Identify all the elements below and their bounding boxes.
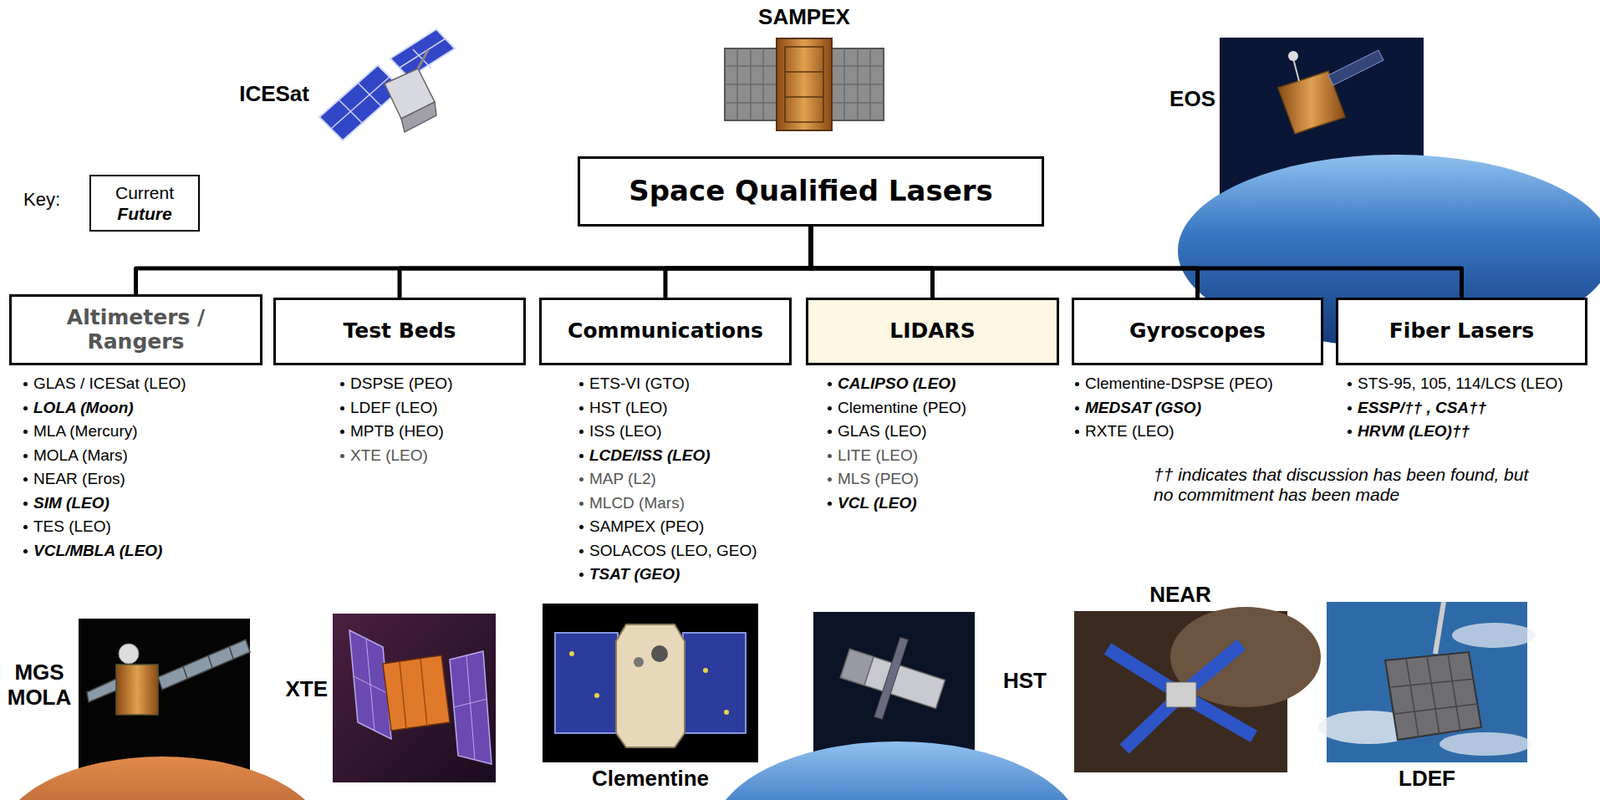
mission-item: RXTE (LEO) (1074, 419, 1274, 444)
mission-item: Clementine-DSPSE (PEO) (1074, 371, 1274, 397)
mission-item: STS-95, 105, 114/LCS (LEO) (1346, 371, 1564, 397)
mission-item: MOLA (Mars) (22, 443, 187, 469)
box-heading-area: Communications (541, 300, 790, 363)
mission-item: GLAS / ICESat (LEO) (22, 371, 187, 397)
mission-list: GLAS / ICESat (LEO)LOLA (Moon)MLA (Mercu… (22, 371, 187, 563)
mission-item: LITE (LEO) (826, 443, 967, 469)
mission-item: HST (LEO) (578, 396, 758, 421)
mission-list: Clementine-DSPSE (PEO)MEDSAT (GSO)RXTE (… (1074, 371, 1274, 444)
box-heading: Communications (567, 319, 764, 344)
mission-item: GLAS (LEO) (826, 419, 967, 444)
clementine-picture (542, 603, 759, 763)
satellite-label: LDEF (1343, 766, 1511, 792)
box-heading: Gyroscopes (1129, 319, 1266, 344)
footnote: †† indicates that discussion has been fo… (1153, 464, 1539, 505)
satellite-label: ICESat (235, 81, 310, 108)
box-heading-area: LIDARS (808, 300, 1057, 363)
category-box: Test BedsDSPSE (PEO)LDEF (LEO)MPTB (HEO)… (273, 297, 526, 366)
box-heading: Fiber Lasers (1389, 319, 1534, 344)
tree-connector (810, 226, 1198, 298)
box-heading: Test Beds (342, 319, 456, 344)
box-heading: LIDARS (889, 319, 976, 344)
box-heading-area: Gyroscopes (1074, 300, 1321, 363)
mission-list: ETS-VI (GTO)HST (LEO)ISS (LEO)LCDE/ISS (… (578, 371, 758, 587)
mission-item: VCL (LEO) (826, 491, 967, 516)
mission-item: NEAR (Eros) (22, 467, 187, 492)
box-heading-area: Fiber Lasers (1338, 300, 1585, 363)
icesat-picture (319, 29, 455, 141)
mission-item: XTE (LEO) (339, 443, 453, 469)
satellite-label: EOS (1155, 86, 1216, 113)
mission-item: MLS (PEO) (826, 467, 967, 492)
mgs-mola-picture (0, 618, 326, 800)
mission-item: TSAT (GEO) (578, 562, 758, 587)
mission-list: CALIPSO (LEO)Clementine (PEO)GLAS (LEO)L… (826, 371, 967, 515)
mission-item: ETS-VI (GTO) (578, 371, 758, 397)
sampex-picture (724, 38, 884, 131)
mission-item: ISS (LEO) (578, 419, 758, 444)
mission-item: LOLA (Moon) (22, 396, 187, 421)
satellite-label: XTE (264, 677, 328, 703)
satellite-label: Clementine (550, 766, 751, 792)
mission-list: DSPSE (PEO)LDEF (LEO)MPTB (HEO)XTE (LEO) (339, 371, 453, 468)
box-heading: Space Qualified Lasers (628, 174, 994, 208)
mission-item: MAP (L2) (578, 467, 758, 492)
mission-item: DSPSE (PEO) (339, 371, 453, 397)
mission-item: LCDE/ISS (LEO) (578, 443, 758, 469)
mission-item: Clementine (PEO) (826, 396, 967, 421)
legend-text: Current (115, 182, 174, 204)
tree-connector (810, 226, 1463, 298)
legend-text: Future (117, 203, 172, 225)
category-box: Altimeters / RangersGLAS / ICESat (LEO)L… (9, 294, 263, 366)
mission-item: CALIPSO (LEO) (826, 371, 967, 397)
legend-row: Future (117, 203, 172, 225)
category-box: Fiber LasersSTS-95, 105, 114/LCS (LEO)ES… (1335, 297, 1588, 366)
box-heading-area: Altimeters / Rangers (11, 296, 260, 363)
category-box: LIDARSCALIPSO (LEO)Clementine (PEO)GLAS … (805, 297, 1060, 366)
mission-item: HRVM (LEO)†† (1346, 419, 1564, 444)
mission-item: SAMPEX (PEO) (578, 514, 758, 540)
key-label: Key: (23, 188, 82, 210)
near-picture (1074, 606, 1321, 773)
hst-picture (713, 611, 1081, 800)
satellite-label: MGS MOLA (3, 660, 76, 711)
satellite-label: SAMPEX (720, 5, 888, 31)
satellite-label: HST (983, 668, 1067, 694)
mission-item: MEDSAT (GSO) (1074, 396, 1274, 421)
satellite-label: NEAR (1096, 582, 1264, 608)
tree-connector (810, 226, 933, 298)
mission-list: STS-95, 105, 114/LCS (LEO)ESSP/†† , CSA†… (1346, 371, 1564, 444)
legend-box: CurrentFuture (89, 174, 200, 232)
mission-item: ESSP/†† , CSA†† (1346, 396, 1564, 421)
xte-picture (332, 613, 496, 783)
mission-item: LDEF (LEO) (339, 396, 453, 421)
mission-item: MLA (Mercury) (22, 419, 187, 444)
tree-connector (399, 226, 811, 298)
box-heading-area: Test Beds (275, 300, 524, 363)
mission-item: TES (LEO) (22, 514, 187, 540)
mission-item: SOLACOS (LEO, GEO) (578, 539, 758, 564)
mission-item: MLCD (Mars) (578, 491, 758, 516)
mission-item: VCL/MBLA (LEO) (22, 539, 187, 564)
category-box: CommunicationsETS-VI (GTO)HST (LEO)ISS (… (539, 297, 792, 366)
tree-connector (665, 226, 811, 298)
box-heading: Altimeters / Rangers (35, 305, 237, 355)
tree-connector (136, 226, 812, 295)
category-box: GyroscopesClementine-DSPSE (PEO)MEDSAT (… (1071, 297, 1324, 366)
mission-item: SIM (LEO) (22, 491, 187, 516)
mission-item: MPTB (HEO) (339, 419, 453, 444)
ldef-picture (1318, 601, 1536, 763)
box-heading-area: Space Qualified Lasers (580, 158, 1042, 225)
root-box: Space Qualified Lasers (577, 156, 1045, 227)
legend-row: Current (115, 182, 174, 204)
